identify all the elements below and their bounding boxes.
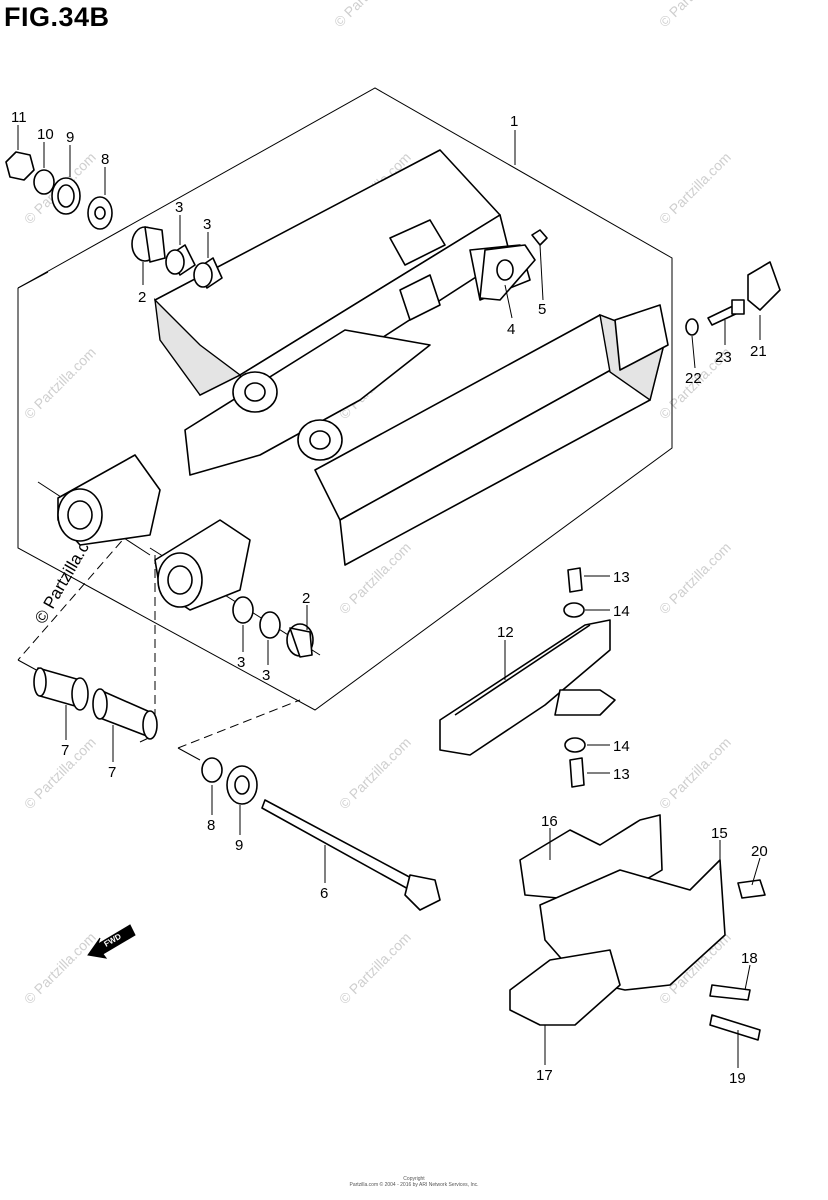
callout-17: 17 — [536, 1067, 553, 1084]
watermark: © Partzilla.com — [21, 929, 99, 1007]
callout-6: 6 — [320, 885, 328, 902]
callout-15: 15 — [711, 825, 728, 842]
pivot-hardware-upper — [5, 151, 113, 230]
callout-8: 8 — [207, 817, 215, 834]
callout-13: 13 — [613, 766, 630, 783]
copyright-line-1: Copyright — [403, 1176, 425, 1182]
callout-3: 3 — [203, 216, 211, 233]
callout-14: 14 — [613, 738, 630, 755]
watermark: © Partzilla.com — [656, 0, 734, 30]
watermark: © Partzilla.com — [656, 734, 734, 812]
copyright-line-2: Partzilla.com © 2004 - 2016 by ARI Netwo… — [349, 1182, 479, 1188]
callout-18: 18 — [741, 950, 758, 967]
callout-leaders — [17, 125, 761, 1068]
callout-16: 16 — [541, 813, 558, 830]
part-3-bearing-lower — [232, 596, 314, 658]
callout-3: 3 — [237, 654, 245, 671]
callout-1: 1 — [510, 113, 518, 130]
callout-22: 22 — [685, 370, 702, 387]
callout-8: 8 — [101, 151, 109, 168]
chain-adjuster-hardware — [685, 261, 781, 336]
watermark: © Partzilla.com — [21, 734, 99, 812]
watermark: © Partzilla.com — [656, 149, 734, 227]
callout-2: 2 — [138, 289, 146, 306]
part-7-spacer — [33, 667, 158, 740]
watermark: © Partzilla.com — [656, 539, 734, 617]
callout-19: 19 — [729, 1070, 746, 1087]
callout-21: 21 — [750, 343, 767, 360]
figure-title: FIG.34B — [4, 2, 110, 32]
callout-10: 10 — [37, 126, 54, 143]
callout-2: 2 — [302, 590, 310, 607]
callout-labels: 1 11 10 9 8 2 3 3 4 5 21 22 23 2 3 3 12 … — [11, 109, 768, 1087]
callout-9: 9 — [235, 837, 243, 854]
part-2-bushing — [131, 226, 166, 263]
callout-7: 7 — [61, 742, 69, 759]
leader-line — [177, 699, 301, 749]
callout-3: 3 — [175, 199, 183, 216]
callout-20: 20 — [751, 843, 768, 860]
callout-11: 11 — [11, 109, 27, 126]
watermark: © Partzilla.com — [336, 734, 414, 812]
callout-23: 23 — [715, 349, 732, 366]
watermark: © Partzilla.com — [21, 344, 99, 422]
swingarm — [57, 149, 669, 611]
callout-14: 14 — [613, 603, 630, 620]
watermark: © Partzilla.com — [336, 929, 414, 1007]
callout-4: 4 — [507, 321, 515, 338]
callout-12: 12 — [497, 624, 514, 641]
part-4-plate — [479, 229, 548, 301]
leader-line — [17, 519, 141, 661]
callout-3: 3 — [262, 667, 270, 684]
pivot-shaft — [201, 757, 441, 911]
part-3-bearing — [165, 244, 223, 289]
assembly-outline — [17, 87, 673, 711]
caliper-bracket-assembly — [509, 814, 766, 1041]
callout-5: 5 — [538, 301, 546, 318]
callout-9: 9 — [66, 129, 74, 146]
watermark: © Partzilla.com — [331, 0, 409, 30]
chain-slider — [439, 567, 616, 788]
callout-7: 7 — [108, 764, 116, 781]
callout-13: 13 — [613, 569, 630, 586]
